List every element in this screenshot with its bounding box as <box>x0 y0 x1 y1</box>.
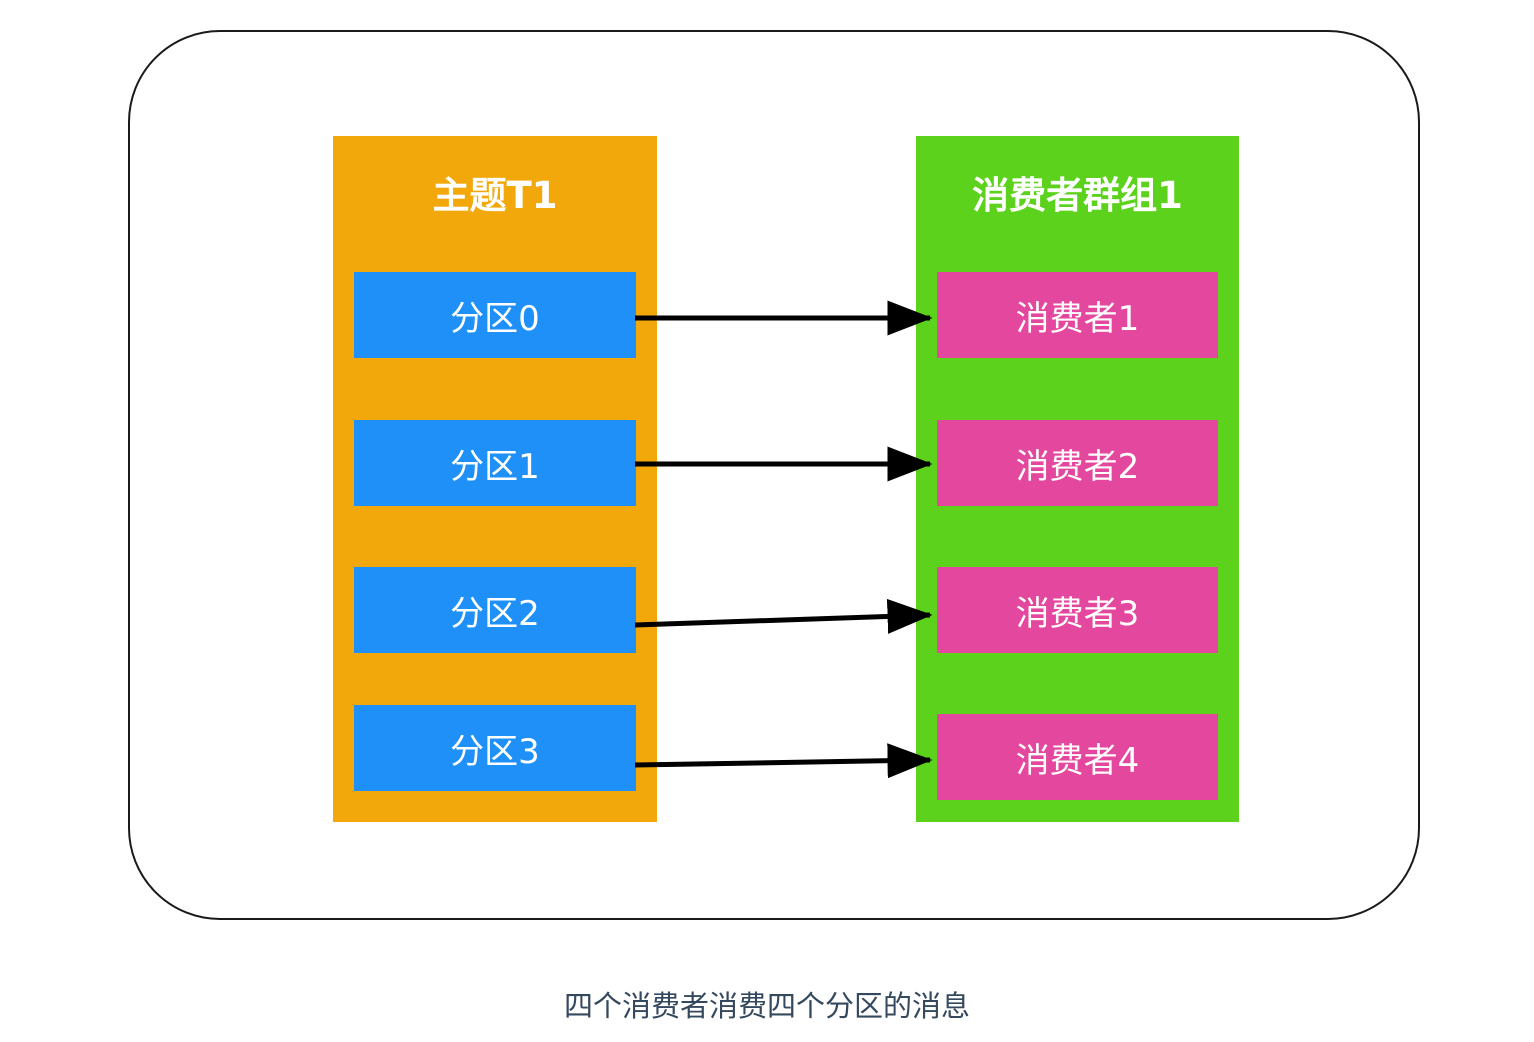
consumer-box-1[interactable]: 消费者2 <box>937 420 1218 506</box>
partition-label-3: 分区3 <box>450 731 540 772</box>
partition-box-3[interactable]: 分区3 <box>354 705 636 791</box>
partition-label-0: 分区0 <box>450 298 540 339</box>
partition-box-2[interactable]: 分区2 <box>354 567 636 653</box>
topic-panel-title: 主题T1 <box>432 174 558 217</box>
consumer-box-2[interactable]: 消费者3 <box>937 567 1218 653</box>
diagram-caption: 四个消费者消费四个分区的消息 <box>563 989 970 1023</box>
consumer-label-3: 消费者4 <box>1015 740 1140 781</box>
consumer-group-panel-title: 消费者群组1 <box>972 174 1183 217</box>
partition-label-2: 分区2 <box>450 593 540 634</box>
partition-label-1: 分区1 <box>450 446 540 487</box>
outer-frame-border <box>128 30 1420 920</box>
consumer-label-1: 消费者2 <box>1015 446 1140 487</box>
partition-box-1[interactable]: 分区1 <box>354 420 636 506</box>
partition-box-0[interactable]: 分区0 <box>354 272 636 358</box>
consumer-box-3[interactable]: 消费者4 <box>937 714 1218 800</box>
consumer-label-2: 消费者3 <box>1015 593 1140 634</box>
consumer-label-0: 消费者1 <box>1015 298 1140 339</box>
consumer-box-0[interactable]: 消费者1 <box>937 272 1218 358</box>
